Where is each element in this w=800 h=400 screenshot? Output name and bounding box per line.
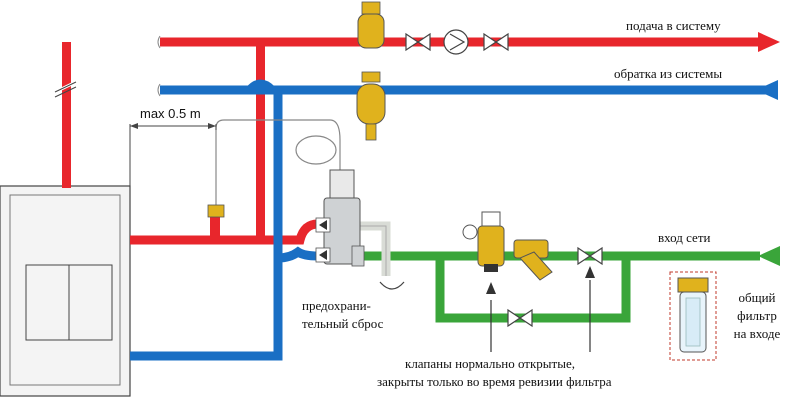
inlet-filter-label-2: фильтр bbox=[737, 308, 777, 323]
safety-relief-label-1: предохрани- bbox=[302, 298, 371, 313]
bypass-valve bbox=[507, 308, 533, 328]
pump-icon bbox=[443, 29, 469, 55]
annotation-leaders bbox=[486, 266, 595, 352]
relief-pipe bbox=[360, 221, 405, 290]
return-pipe bbox=[130, 79, 778, 361]
supply-label: подача в систему bbox=[626, 18, 721, 33]
inlet-filter-label-1: общий bbox=[738, 290, 776, 305]
mains-arrow-icon bbox=[758, 246, 780, 266]
return-label: обратка из системы bbox=[614, 66, 723, 81]
supply-arrow-icon bbox=[758, 32, 780, 52]
safety-relief-label-2: тельный сброс bbox=[302, 316, 384, 331]
valves-note-label-2: закрыты только во время ревизии фильтра bbox=[377, 374, 612, 389]
mains-pipe bbox=[355, 246, 780, 323]
valves-note-label-1: клапаны нормально открытые, bbox=[405, 356, 575, 371]
mixing-valve bbox=[315, 169, 365, 267]
boiler bbox=[0, 42, 131, 397]
inlet-filter bbox=[669, 271, 717, 361]
mains-valve bbox=[577, 246, 603, 266]
mains-inlet-label: вход сети bbox=[658, 230, 711, 245]
relief-funnel-icon bbox=[379, 281, 405, 290]
supply-valve-2 bbox=[483, 32, 509, 52]
supply-pipe bbox=[130, 32, 780, 245]
strainer-filter bbox=[513, 239, 553, 281]
air-separator bbox=[357, 1, 385, 49]
return-arrow-icon bbox=[756, 80, 778, 100]
max-distance-label: max 0.5 m bbox=[140, 106, 201, 121]
distance-dimension bbox=[129, 123, 217, 186]
dirt-separator bbox=[356, 71, 386, 141]
supply-valve-1 bbox=[405, 32, 431, 52]
pressure-reducer bbox=[462, 211, 505, 272]
inlet-filter-label-3: на входе bbox=[733, 326, 781, 341]
